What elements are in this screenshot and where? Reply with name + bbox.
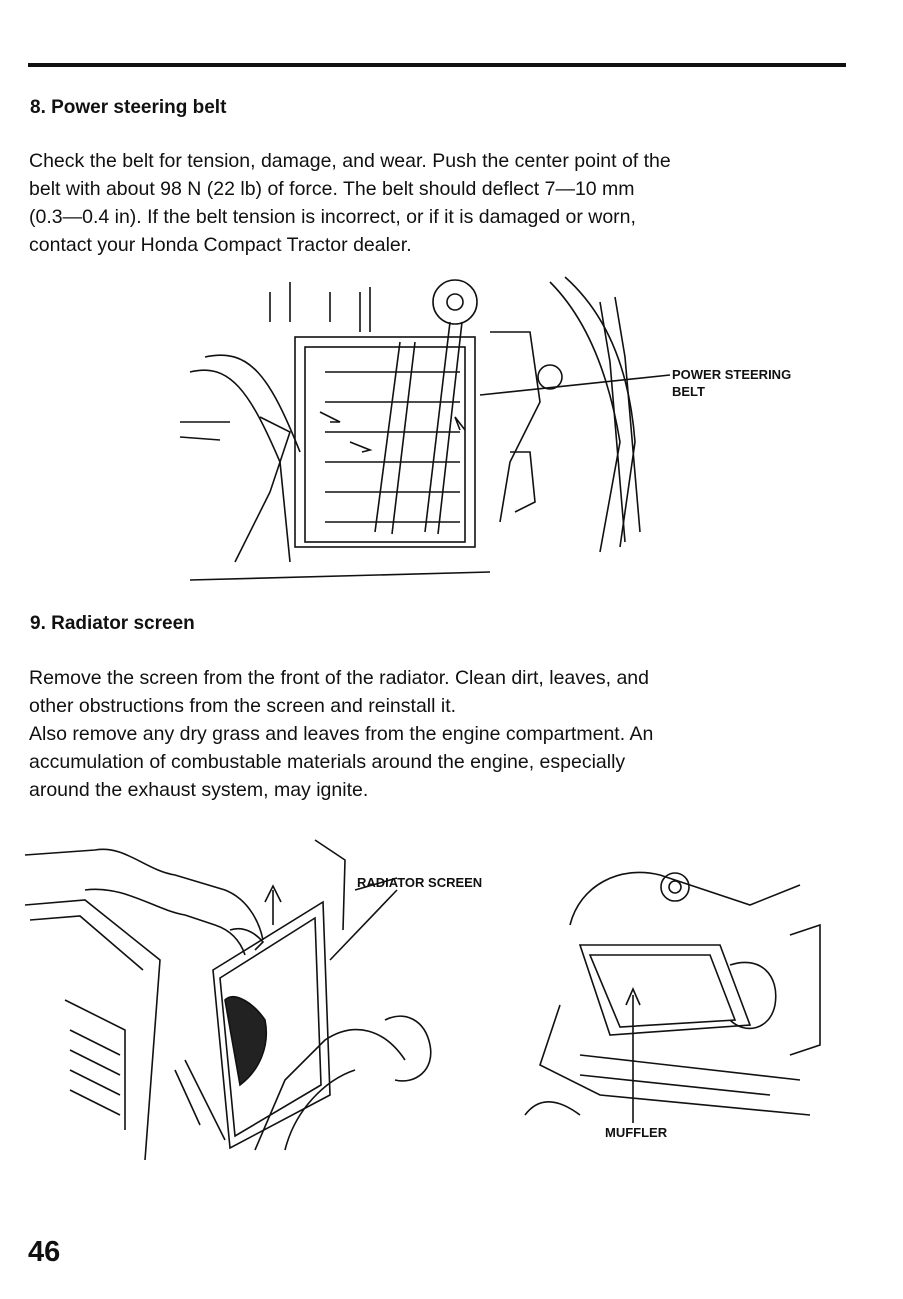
radiator-drawing — [24, 839, 432, 1161]
section-body-power-steering-belt: Check the belt for tension, damage, and … — [29, 147, 847, 259]
body-line: around the exhaust system, may ignite. — [29, 779, 369, 801]
body-line: belt with about 98 N (22 lb) of force. T… — [29, 178, 635, 200]
section-heading-power-steering-belt: 8. Power steering belt — [30, 97, 227, 118]
belt-callout: POWER STEERING BELT — [672, 366, 791, 400]
top-rule — [28, 63, 846, 67]
muffler-callout: MUFFLER — [605, 1125, 668, 1140]
belt-callout-line2: BELT — [672, 384, 705, 399]
body-line: (0.3—0.4 in). If the belt tension is inc… — [29, 206, 636, 228]
radiator-callout: RADIATOR SCREEN — [357, 875, 483, 890]
radiator-screen-illustration: RADIATOR SCREEN — [24, 830, 535, 1161]
power-steering-belt-illustration: POWER STEERING BELT — [170, 262, 850, 592]
page-number: 46 — [28, 1236, 61, 1268]
body-line: Also remove any dry grass and leaves fro… — [29, 723, 654, 745]
body-line: other obstructions from the screen and r… — [29, 695, 457, 717]
belt-callout-line1: POWER STEERING — [672, 367, 792, 382]
muffler-drawing — [524, 871, 821, 1123]
body-line: Check the belt for tension, damage, and … — [29, 150, 671, 172]
section-body-radiator-screen: Remove the screen from the front of the … — [29, 664, 847, 804]
body-line: contact your Honda Compact Tractor deale… — [29, 234, 412, 256]
belt-drawing — [179, 276, 671, 581]
body-line: accumulation of combustable materials ar… — [29, 751, 626, 773]
body-line: Remove the screen from the front of the … — [29, 667, 649, 689]
section-heading-radiator-screen: 9. Radiator screen — [30, 613, 195, 634]
muffler-illustration: MUFFLER — [520, 845, 840, 1145]
